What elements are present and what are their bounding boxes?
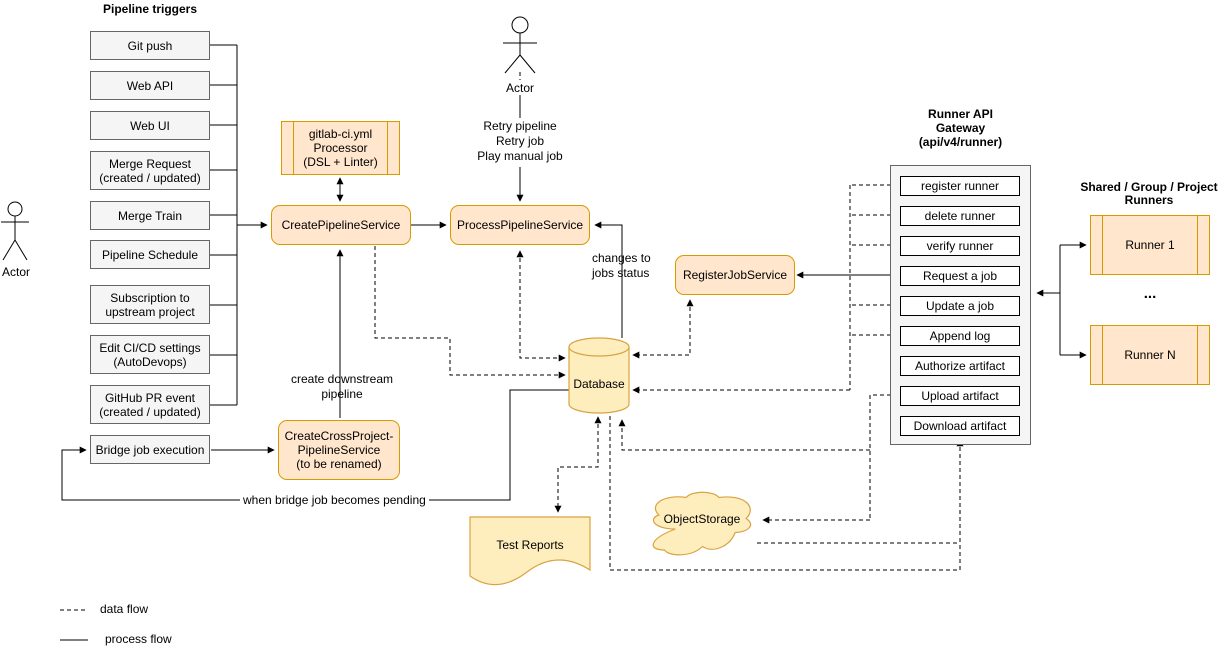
endpoint-upload-artifact: Upload artifact xyxy=(900,386,1020,406)
endpoint-request-a-job: Request a job xyxy=(900,266,1020,286)
pipeline-triggers-title: Pipeline triggers xyxy=(102,2,198,16)
trigger-git-push: Git push xyxy=(90,31,210,60)
testreports-label: Test Reports xyxy=(496,538,564,552)
createpipeline-to-db-dashed xyxy=(374,246,566,379)
process-bar xyxy=(1197,326,1198,384)
process-bar xyxy=(387,122,388,174)
endpoint-delete-runner: delete runner xyxy=(900,206,1020,226)
legend-data-flow-label: data flow xyxy=(100,602,149,616)
trigger-pipeline-schedule: Pipeline Schedule xyxy=(90,240,210,269)
objectstorage-label: ObjectStorage xyxy=(663,512,741,526)
runners-ellipsis: ... xyxy=(1143,285,1157,302)
testreports-document xyxy=(469,516,591,586)
gateway-rows-bus-dashed xyxy=(849,184,898,390)
database-label: Database xyxy=(573,377,625,391)
upload-to-db-dashed xyxy=(618,419,870,451)
actor-icon xyxy=(503,16,537,74)
runner-1: Runner 1 xyxy=(1090,215,1210,275)
db-to-download-dashed xyxy=(609,416,964,571)
db-testreports-dashed xyxy=(554,416,602,513)
trigger-web-ui: Web UI xyxy=(90,111,210,140)
changes-to-jobs-status-label: changes to jobs status xyxy=(592,251,651,280)
processpipeline-db-dashed xyxy=(516,250,566,362)
trigger-bridge-job: Bridge job execution xyxy=(90,435,210,464)
when-bridge-pending-label: when bridge job becomes pending xyxy=(240,493,429,508)
trigger-bus-line xyxy=(210,44,238,406)
registerjob-db-dashed xyxy=(632,299,694,359)
runner-gateway-title: Runner API Gateway (api/v4/runner) xyxy=(918,107,1003,149)
trigger-subscription: Subscription to upstream project xyxy=(90,285,210,324)
create-cross-project-pipeline-service: CreateCrossProject- PipelineService (to … xyxy=(278,420,400,480)
trigger-github-pr: GitHub PR event (created / updated) xyxy=(90,385,210,424)
processor-label: gitlab-ci.yml Processor (DSL + Linter) xyxy=(303,127,378,169)
trigger-merge-request: Merge Request (created / updated) xyxy=(90,151,210,190)
actor-icon xyxy=(1,201,29,261)
actor-top-label: Actor xyxy=(505,81,534,95)
endpoint-authorize-artifact: Authorize artifact xyxy=(900,356,1020,376)
trigger-edit-cicd: Edit CI/CD settings (AutoDevops) xyxy=(90,335,210,374)
actor-left-label: Actor xyxy=(1,265,30,279)
create-downstream-pipeline-label: create downstream pipeline xyxy=(290,372,394,401)
process-bar xyxy=(1102,326,1103,384)
db-to-processpipeline-arrow xyxy=(594,221,623,338)
retry-actions-label: Retry pipeline Retry job Play manual job xyxy=(477,119,563,163)
create-pipeline-service: CreatePipelineService xyxy=(271,205,411,245)
runner-n: Runner N xyxy=(1090,325,1210,385)
trigger-web-api: Web API xyxy=(90,71,210,100)
process-bar xyxy=(1102,216,1103,274)
trigger-merge-train: Merge Train xyxy=(90,201,210,230)
database-cylinder xyxy=(568,337,630,414)
runner-1-label: Runner 1 xyxy=(1125,238,1175,252)
objectstorage-cloud xyxy=(652,491,752,556)
upload-artifact-dashed xyxy=(869,394,898,520)
endpoint-register-runner: register runner xyxy=(900,176,1020,196)
endpoint-verify-runner: verify runner xyxy=(900,236,1020,256)
endpoint-update-a-job: Update a job xyxy=(900,296,1020,316)
endpoint-download-artifact: Download artifact xyxy=(900,416,1020,436)
gitlab-ci-yml-processor: gitlab-ci.yml Processor (DSL + Linter) xyxy=(281,121,400,175)
runners-title: Shared / Group / Project Runners xyxy=(1080,180,1218,207)
legend-process-flow-label: process flow xyxy=(105,632,172,646)
process-bar xyxy=(293,122,294,174)
process-pipeline-service: ProcessPipelineService xyxy=(450,205,590,245)
process-bar xyxy=(1197,216,1198,274)
register-job-service: RegisterJobService xyxy=(675,255,795,295)
runner-n-label: Runner N xyxy=(1124,348,1176,362)
endpoint-append-log: Append log xyxy=(900,326,1020,346)
